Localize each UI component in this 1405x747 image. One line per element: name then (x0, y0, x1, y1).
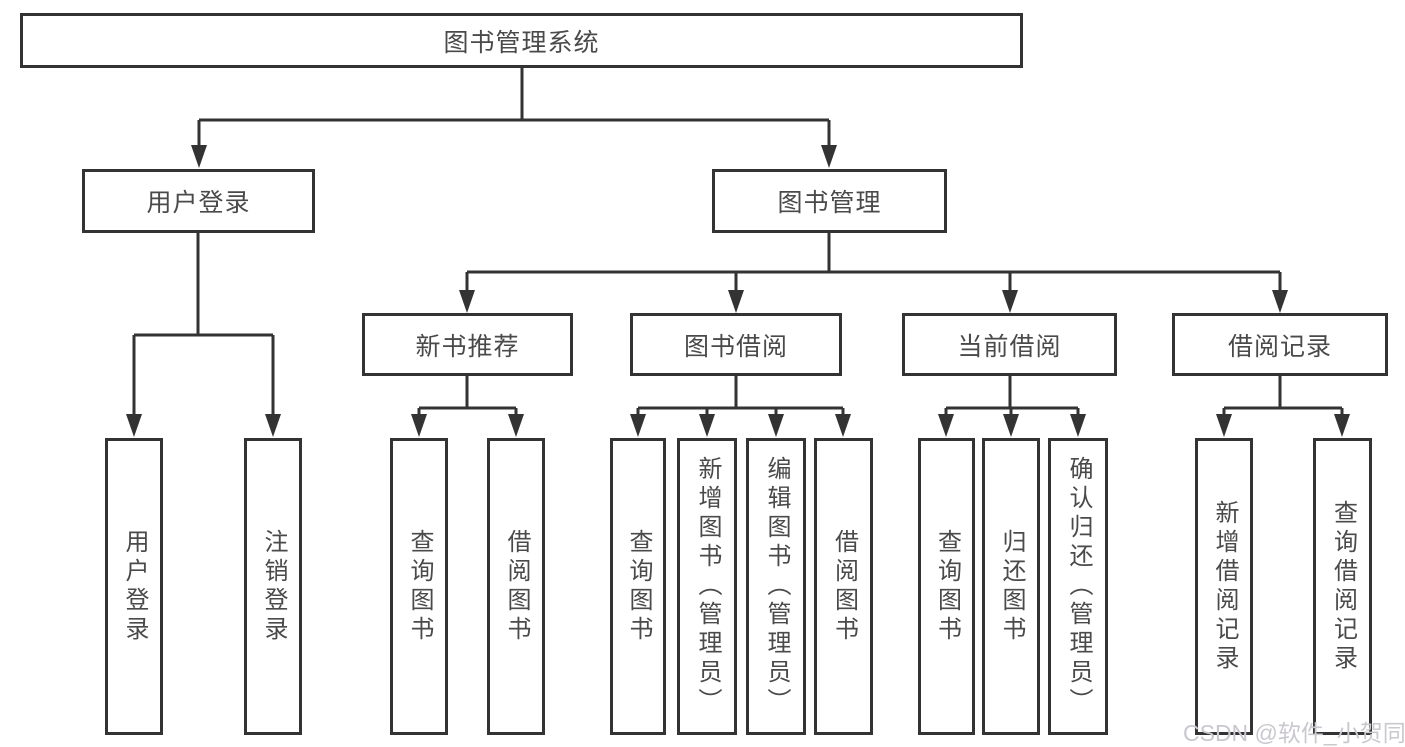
leaf-borrow-edit-book-admin: 编辑图书（管理员） (746, 438, 806, 735)
watermark: CSDN @软件_小贺同学 (1183, 720, 1405, 746)
node-current-borrowing: 当前借阅 (902, 313, 1117, 376)
node-label: 借阅记录 (1227, 332, 1332, 361)
leaf-current-query-book: 查询图书 (918, 438, 975, 735)
leaf-borrow-borrow-book: 借阅图书 (814, 438, 873, 735)
leaf-recommend-borrow-book: 借阅图书 (487, 438, 545, 735)
node-library-system: 图书管理系统 (20, 13, 1023, 68)
node-label: 图书管理 (777, 189, 882, 217)
node-borrowing-records: 借阅记录 (1172, 313, 1388, 376)
node-label: 确认归还（管理员） (1065, 456, 1092, 717)
node-label: 用户登录 (146, 189, 251, 217)
node-label: 注销登录 (260, 528, 287, 645)
node-new-book-recommendation: 新书推荐 (362, 313, 573, 376)
node-label: 查询图书 (406, 528, 433, 645)
node-user-login: 用户登录 (82, 169, 315, 233)
node-label: 借阅图书 (503, 528, 530, 645)
leaf-current-confirm-return-admin: 确认归还（管理员） (1048, 438, 1108, 735)
leaf-recommend-query-book: 查询图书 (390, 438, 448, 735)
node-label: 当前借阅 (957, 332, 1062, 361)
node-book-management: 图书管理 (712, 169, 947, 233)
leaf-current-return-book: 归还图书 (982, 438, 1040, 735)
node-label: 借阅图书 (830, 528, 858, 645)
leaf-logout-login: 注销登录 (244, 438, 302, 735)
node-label: 新增借阅记录 (1211, 499, 1238, 674)
node-label: 图书管理系统 (443, 28, 600, 57)
node-label: 查询图书 (625, 528, 652, 645)
node-label: 查询借阅记录 (1329, 499, 1357, 674)
node-label: 新书推荐 (415, 332, 520, 361)
leaf-records-add-record: 新增借阅记录 (1195, 438, 1253, 735)
node-book-borrowing: 图书借阅 (630, 313, 842, 376)
leaf-records-query-record: 查询借阅记录 (1313, 438, 1372, 735)
leaf-borrow-add-book-admin: 新增图书（管理员） (677, 438, 737, 735)
node-label: 归还图书 (998, 528, 1025, 645)
leaf-borrow-query-book: 查询图书 (610, 438, 666, 735)
node-label: 新增图书（管理员） (694, 456, 721, 717)
node-label: 编辑图书（管理员） (763, 456, 790, 717)
leaf-user-login: 用户登录 (105, 438, 163, 735)
node-label: 图书借阅 (683, 332, 788, 361)
node-label: 用户登录 (121, 528, 148, 645)
node-label: 查询图书 (933, 528, 961, 645)
